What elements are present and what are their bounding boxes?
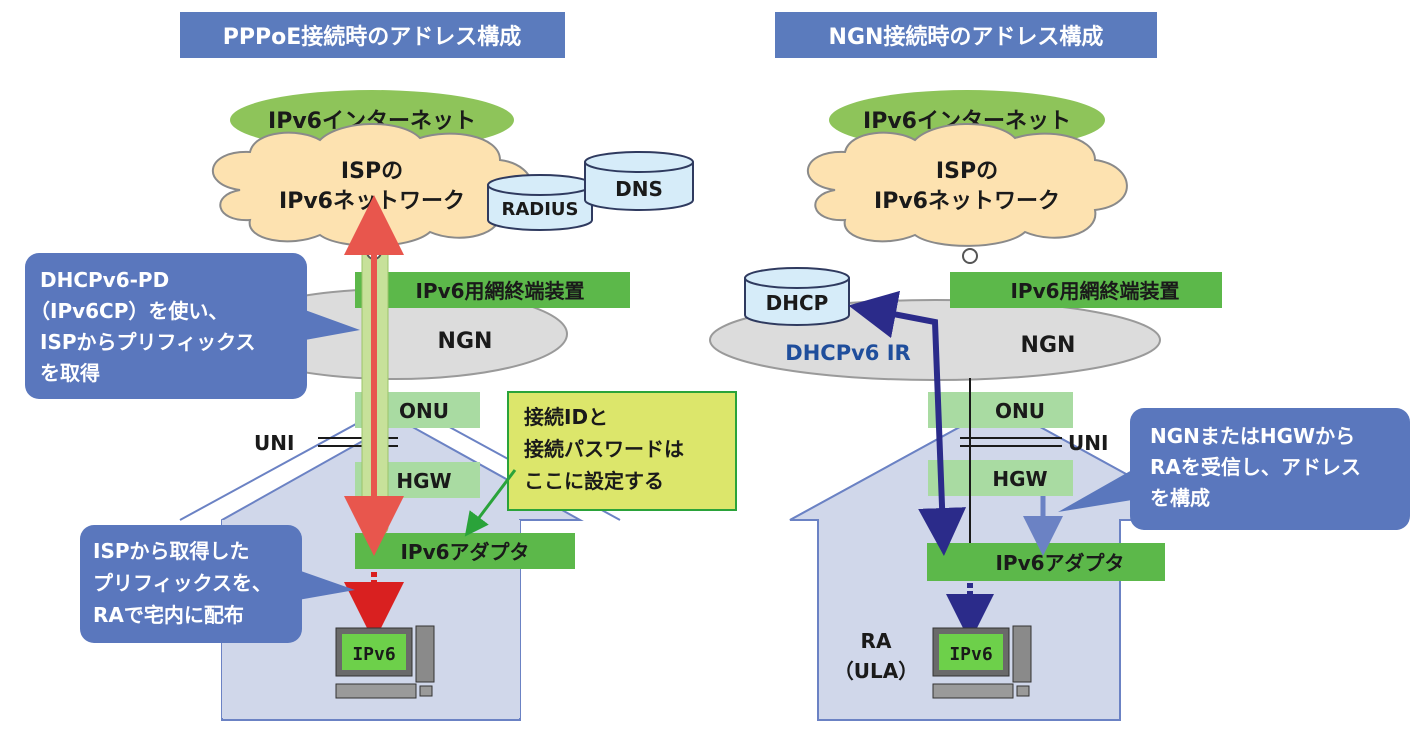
right-termination-label: IPv6用網終端装置: [1010, 279, 1179, 303]
left-db-dns: DNS: [584, 151, 694, 211]
left-callout-pd-line1: DHCPv6-PD: [40, 268, 169, 292]
left-note-line1: 接続IDと: [524, 405, 608, 429]
left-callout-pd-line3: ISPからプリフィックス: [40, 330, 256, 354]
right-isp-cloud: [806, 122, 1128, 247]
right-ngn-label: NGN: [1021, 333, 1076, 358]
right-connection-point: [962, 248, 978, 264]
right-db-dhcp-label: DHCP: [766, 291, 829, 315]
left-credentials-note: 接続IDと 接続パスワードは ここに設定する: [464, 391, 737, 537]
right-title: NGN接続時のアドレス構成: [829, 24, 1104, 50]
right-uni-label: UNI: [1068, 431, 1108, 455]
right-onu-label: ONU: [995, 399, 1045, 423]
left-pc-screen-label: IPv6: [352, 644, 395, 665]
right-pc-icon: IPv6: [932, 625, 1032, 699]
right-dhcp-ir-label: DHCPv6 IR: [785, 341, 910, 365]
left-callout-ra-line3: RAで宅内に配布: [93, 603, 244, 627]
left-panel: PPPoE接続時のアドレス構成 NGN IPv6インターネット ISPの IPv…: [25, 12, 737, 721]
left-hgw-label: HGW: [396, 469, 451, 493]
left-title: PPPoE接続時のアドレス構成: [223, 24, 522, 50]
left-callout-ra: ISPから取得した プリフィックスを、 RAで宅内に配布: [80, 525, 355, 643]
left-note-line2: 接続パスワードは: [524, 437, 684, 461]
right-hgw-label: HGW: [992, 467, 1047, 491]
left-uni-label: UNI: [254, 431, 294, 455]
left-db-radius-label: RADIUS: [501, 199, 578, 220]
left-ngn-label: NGN: [438, 329, 493, 354]
left-termination-label: IPv6用網終端装置: [415, 279, 584, 303]
right-ra-line2: （ULA）: [834, 659, 918, 683]
left-callout-pd-line4: を取得: [40, 361, 100, 385]
right-callout-line1: NGNまたはHGWから: [1150, 424, 1355, 448]
right-callout-line3: を構成: [1150, 486, 1210, 510]
left-title-bar: [180, 12, 565, 58]
left-pc-icon: IPv6: [335, 625, 435, 699]
right-cloud-line1: ISPの: [936, 159, 998, 184]
left-db-dns-label: DNS: [615, 177, 663, 201]
right-panel: NGN接続時のアドレス構成 NGN DHCPv6 IR IPv6インターネット …: [709, 12, 1410, 721]
right-callout-line2: RAを受信し、アドレス: [1150, 455, 1361, 479]
right-ra-line1: RA: [861, 629, 892, 653]
left-callout-pd-line2: （IPv6CP）を使い、: [30, 299, 228, 323]
right-callout-ra: NGNまたはHGWから RAを受信し、アドレス を構成: [1058, 408, 1410, 530]
right-termination-box: [950, 272, 1222, 308]
right-cloud-line2: IPv6ネットワーク: [874, 189, 1060, 214]
left-callout-pd: DHCPv6-PD （IPv6CP）を使い、 ISPからプリフィックス を取得: [25, 253, 360, 399]
left-onu-label: ONU: [399, 399, 449, 423]
left-adapter-label: IPv6アダプタ: [400, 540, 529, 564]
left-db-radius: RADIUS: [487, 174, 593, 231]
right-db-dhcp: DHCP: [744, 267, 850, 326]
left-note-line3: ここに設定する: [524, 469, 664, 493]
right-dhcp-arrow: [848, 290, 967, 556]
left-cloud-line1: ISPの: [341, 159, 403, 184]
left-callout-ra-line2: プリフィックスを、: [93, 571, 272, 595]
left-cloud-line2: IPv6ネットワーク: [279, 189, 465, 214]
right-adapter-label: IPv6アダプタ: [995, 551, 1124, 575]
left-callout-ra-line1: ISPから取得した: [93, 539, 250, 563]
right-title-bar: [775, 12, 1157, 58]
right-pc-screen-label: IPv6: [949, 644, 992, 665]
